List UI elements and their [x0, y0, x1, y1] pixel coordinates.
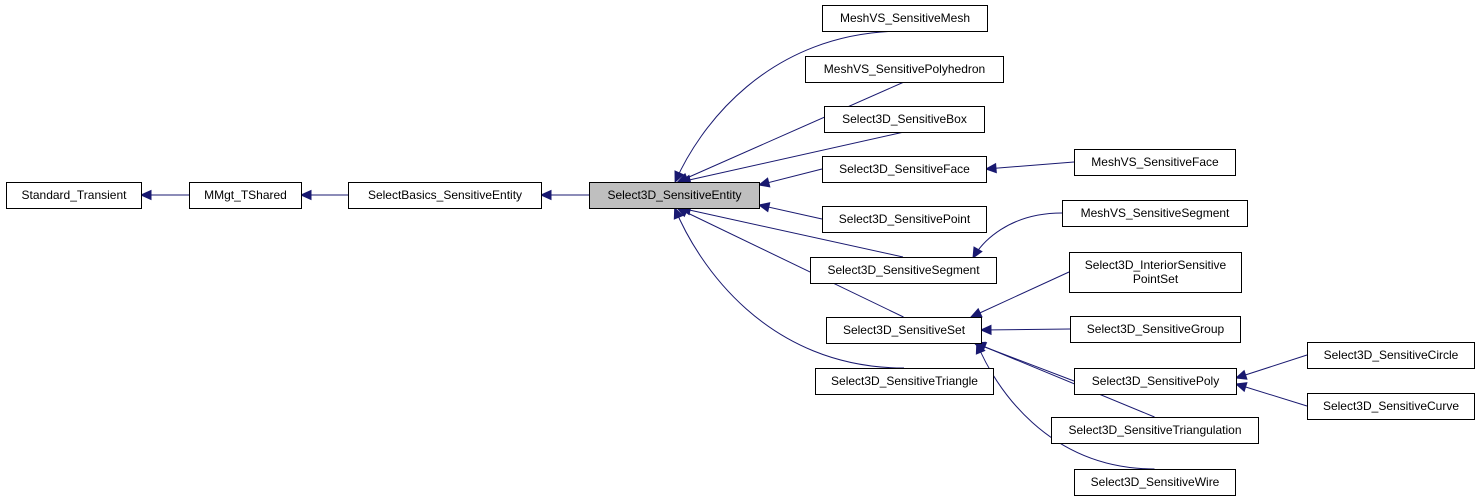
- inheritance-edge-meshvs_sensitiveface-to-select3d_sensitiveface: [985, 161, 1075, 170]
- class-node-label: MMgt_TShared: [204, 188, 287, 202]
- class-node-select3d_sensitivetriangle[interactable]: Select3D_SensitiveTriangle: [815, 368, 994, 395]
- arrowhead-icon: [299, 189, 312, 201]
- class-node-box[interactable]: [1074, 368, 1237, 395]
- class-node-label: Select3D_SensitiveSet: [843, 323, 966, 337]
- arrowhead-icon: [539, 189, 552, 201]
- inheritance-edge-meshvs_sensitivepolyhedron-to-select3d_sensitiveentity: [677, 81, 905, 183]
- class-node-label: MeshVS_SensitivePolyhedron: [824, 62, 985, 76]
- class-node-box[interactable]: [6, 182, 142, 209]
- class-node-mmgt_tshared[interactable]: MMgt_TShared: [189, 182, 302, 209]
- class-node-label: Select3D_SensitiveTriangle: [831, 374, 978, 388]
- arrowhead-icon: [984, 162, 997, 174]
- class-node-select3d_sensitivecurve[interactable]: Select3D_SensitiveCurve: [1307, 393, 1475, 420]
- class-node-box[interactable]: [1070, 316, 1241, 343]
- class-node-label: Select3D_SensitiveFace: [839, 162, 970, 176]
- arrowhead-icon: [673, 206, 684, 220]
- class-node-label: MeshVS_SensitiveMesh: [840, 11, 970, 25]
- class-node-label: Select3D_SensitiveGroup: [1087, 322, 1225, 336]
- arrowhead-icon: [975, 341, 986, 355]
- class-node-label: Select3D_SensitivePoly: [1092, 374, 1219, 388]
- class-node-select3d_sensitivewire[interactable]: Select3D_SensitiveWire: [1074, 469, 1236, 496]
- class-node-box[interactable]: [1307, 393, 1475, 420]
- class-node-box[interactable]: [1307, 342, 1475, 369]
- class-node-label: PointSet: [1133, 272, 1179, 286]
- class-node-box: [589, 182, 760, 209]
- class-node-label: Select3D_SensitiveTriangulation: [1069, 423, 1242, 437]
- class-node-label: Select3D_SensitiveSegment: [827, 263, 980, 277]
- class-node-box[interactable]: [1074, 149, 1236, 176]
- class-node-box[interactable]: [822, 5, 988, 32]
- class-node-select3d_sensitiveentity: Select3D_SensitiveEntity: [589, 182, 760, 209]
- class-node-box[interactable]: [824, 106, 985, 133]
- class-node-select3d_sensitivecircle[interactable]: Select3D_SensitiveCircle: [1307, 342, 1475, 369]
- inheritance-edge-select3d_sensitivepoint-to-select3d_sensitiveentity: [758, 204, 823, 220]
- arrowhead-icon: [1234, 369, 1248, 380]
- class-node-box[interactable]: [822, 206, 987, 233]
- arrowhead-icon: [757, 177, 771, 188]
- class-node-box[interactable]: [1051, 417, 1259, 444]
- class-node-select3d_sensitivetriangulation[interactable]: Select3D_SensitiveTriangulation: [1051, 417, 1259, 444]
- arrowhead-icon: [139, 189, 152, 201]
- class-node-meshvs_sensitiveface[interactable]: MeshVS_SensitiveFace: [1074, 149, 1236, 176]
- class-node-label: MeshVS_SensitiveSegment: [1081, 206, 1230, 220]
- class-node-box[interactable]: [805, 56, 1004, 83]
- inheritance-edge-select3d_sensitivesegment-to-select3d_sensitiveentity: [680, 207, 904, 258]
- inheritance-edge-select3d_sensitivecircle-to-select3d_sensitivepoly: [1235, 354, 1308, 379]
- class-node-selectbasics_sensitiveentity[interactable]: SelectBasics_SensitiveEntity: [348, 182, 542, 209]
- class-node-select3d_sensitivepoly[interactable]: Select3D_SensitivePoly: [1074, 368, 1237, 395]
- class-node-box[interactable]: [826, 317, 982, 344]
- inheritance-edge-meshvs_sensitivemesh-to-select3d_sensitiveentity: [674, 30, 905, 183]
- class-node-label: MeshVS_SensitiveFace: [1091, 155, 1219, 169]
- edges-layer: [139, 30, 1308, 470]
- class-node-label: Select3D_SensitiveEntity: [607, 188, 741, 202]
- class-node-select3d_sensitivepoint[interactable]: Select3D_SensitivePoint: [822, 206, 987, 233]
- class-node-label: Select3D_SensitiveCurve: [1323, 399, 1459, 413]
- class-node-box[interactable]: [1062, 200, 1248, 227]
- class-node-select3d_sensitivegroup[interactable]: Select3D_SensitiveGroup: [1070, 316, 1241, 343]
- arrowhead-icon: [969, 307, 983, 318]
- arrowhead-icon: [979, 324, 992, 336]
- inheritance-edge-select3d_sensitiveface-to-select3d_sensitiveentity: [758, 168, 823, 186]
- class-node-box[interactable]: [348, 182, 542, 209]
- class-node-select3d_sensitiveset[interactable]: Select3D_SensitiveSet: [826, 317, 982, 344]
- inheritance-edge-select3d_sensitivebox-to-select3d_sensitiveentity: [680, 131, 905, 183]
- nodes-layer: Standard_Transient MMgt_TShared SelectBasi…: [6, 5, 1475, 496]
- arrowhead-icon: [674, 170, 685, 184]
- arrowhead-icon: [757, 202, 771, 213]
- class-node-box[interactable]: [810, 257, 997, 284]
- class-node-select3d_sensitivebox[interactable]: Select3D_SensitiveBox: [824, 106, 985, 133]
- class-node-standard_transient[interactable]: Standard_Transient: [6, 182, 142, 209]
- class-node-label: Select3D_InteriorSensitive: [1085, 258, 1227, 272]
- class-node-meshvs_sensitivesegment[interactable]: MeshVS_SensitiveSegment: [1062, 200, 1248, 227]
- class-node-label: Select3D_SensitiveCircle: [1324, 348, 1459, 362]
- class-node-box[interactable]: [1074, 469, 1236, 496]
- class-node-box[interactable]: [1069, 252, 1242, 293]
- inheritance-edge-select3d_interiorsensitivepointset-to-select3d_sensitiveset: [970, 271, 1070, 318]
- inheritance-edge-select3d_sensitivewire-to-select3d_sensitiveset: [976, 342, 1155, 470]
- class-node-label: Select3D_SensitiveWire: [1091, 475, 1220, 489]
- inheritance-edge-select3d_sensitivegroup-to-select3d_sensitiveset: [980, 328, 1071, 331]
- inheritance-edge-select3d_sensitivetriangle-to-select3d_sensitiveentity: [674, 207, 905, 369]
- inheritance-edge-select3d_sensitivetriangulation-to-select3d_sensitiveset: [975, 342, 1155, 418]
- class-node-box[interactable]: [189, 182, 302, 209]
- class-node-select3d_sensitivesegment[interactable]: Select3D_SensitiveSegment: [810, 257, 997, 284]
- arrowhead-icon: [1234, 382, 1248, 393]
- class-node-label: SelectBasics_SensitiveEntity: [368, 188, 522, 202]
- class-node-box[interactable]: [822, 156, 987, 183]
- class-node-box[interactable]: [815, 368, 994, 395]
- class-node-meshvs_sensitivepolyhedron[interactable]: MeshVS_SensitivePolyhedron: [805, 56, 1004, 83]
- class-node-label: Select3D_SensitiveBox: [842, 112, 967, 126]
- arrowhead-icon: [972, 246, 983, 260]
- inheritance-edge-select3d_sensitivecurve-to-select3d_sensitivepoly: [1235, 383, 1308, 407]
- class-node-select3d_sensitiveface[interactable]: Select3D_SensitiveFace: [822, 156, 987, 183]
- class-node-label: Standard_Transient: [22, 188, 128, 202]
- class-node-meshvs_sensitivemesh[interactable]: MeshVS_SensitiveMesh: [822, 5, 988, 32]
- class-node-label: Select3D_SensitivePoint: [839, 212, 971, 226]
- inheritance-edge-select3d_sensitiveset-to-select3d_sensitiveentity: [677, 207, 904, 318]
